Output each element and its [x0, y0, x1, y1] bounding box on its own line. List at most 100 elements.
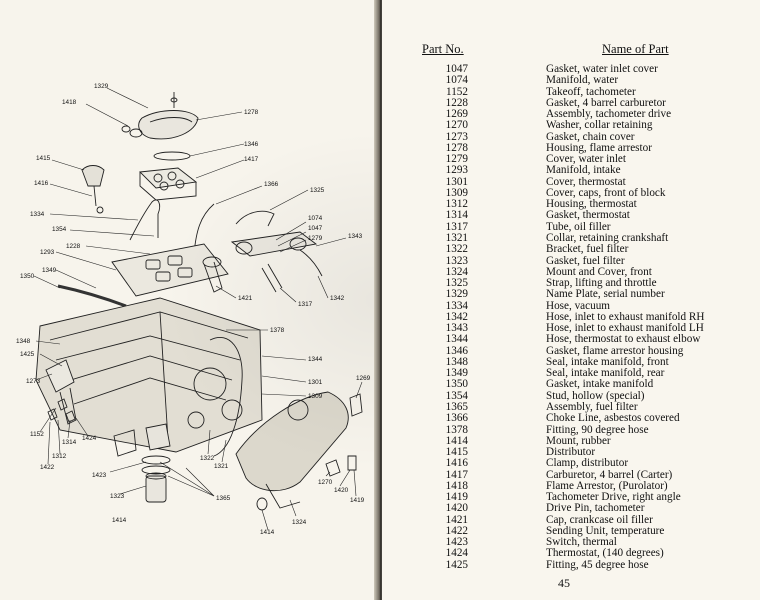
part-number: 1420: [445, 502, 468, 515]
part-no-header: Part No.: [422, 42, 464, 56]
chain-cover-gasket: [209, 337, 243, 457]
part-name: Hose, inlet to exhaust manifold LH: [546, 322, 704, 335]
part-number: 1349: [445, 367, 468, 380]
part-row: 1348 Seal, intake manifold, front: [382, 355, 760, 368]
tachometer-drive: [325, 393, 363, 477]
part-name: Strap, lifting and throttle: [546, 277, 657, 290]
callout-label: 1312: [52, 453, 67, 460]
part-name: Gasket, fuel filter: [546, 254, 625, 267]
callout-label: 1414: [260, 529, 275, 536]
part-name: Gasket, intake manifold: [546, 378, 654, 391]
part-name: Bracket, fuel filter: [546, 243, 629, 256]
part-number: 1270: [445, 119, 468, 132]
part-number: 1309: [445, 186, 468, 199]
water-manifold: [230, 231, 323, 277]
part-row: 1325 Strap, lifting and throttle: [382, 277, 760, 290]
part-name: Manifold, water: [546, 74, 619, 87]
callout-label: 1424: [82, 435, 97, 442]
part-name: Cover, caps, front of block: [546, 186, 666, 199]
part-number: 1074: [445, 74, 468, 87]
part-row: 1323 Gasket, fuel filter: [382, 254, 760, 267]
exhaust-hose-rh: [261, 263, 283, 293]
part-number: 1415: [445, 446, 468, 459]
callout-label: 1354: [52, 226, 67, 233]
callout-label: 1344: [308, 356, 323, 363]
part-number: 1278: [445, 141, 468, 154]
part-name: Fitting, 45 degree hose: [546, 558, 649, 571]
part-number: 1323: [445, 254, 468, 267]
part-name: Gasket, flame arrestor housing: [546, 344, 684, 357]
part-name: Tube, oil filler: [546, 220, 611, 233]
callout-label: 1270: [318, 479, 333, 486]
callout-label: 1349: [42, 267, 57, 274]
fuel-filter: [141, 423, 171, 503]
callout-label: 1293: [40, 249, 55, 256]
part-number: 1416: [445, 457, 468, 470]
part-number: 1269: [445, 108, 468, 121]
part-number: 1322: [445, 243, 468, 256]
part-number: 1047: [445, 63, 468, 75]
part-number: 1344: [445, 333, 468, 346]
part-name: Seal, intake manifold, front: [546, 355, 669, 368]
callout-label: 1414: [112, 517, 127, 524]
part-number: 1152: [446, 85, 468, 98]
part-number: 1366: [445, 412, 468, 425]
part-name: Mount, rubber: [546, 434, 611, 447]
part-number: 1279: [445, 153, 468, 166]
part-number: 1324: [445, 265, 468, 278]
callout-label: 1273: [26, 378, 41, 385]
callout-label: 1278: [244, 109, 259, 116]
callout-label: 1324: [292, 519, 307, 526]
thermostat-housing: [45, 359, 77, 425]
callout-leaders: [33, 87, 363, 531]
callout-label: 1423: [92, 472, 107, 479]
callout-label: 1334: [30, 211, 45, 218]
callout-label: 1325: [310, 187, 325, 194]
vacuum-hose: [129, 199, 161, 241]
callout-label: 1350: [20, 273, 35, 280]
part-number: 1273: [445, 130, 468, 143]
part-name: Clamp, distributor: [546, 457, 629, 470]
callout-label: 1329: [94, 83, 109, 90]
part-name: Sending Unit, temperature: [546, 524, 665, 537]
callout-label: 1301: [308, 379, 323, 386]
engine-block: [35, 297, 263, 453]
part-name-header: Name of Part: [602, 42, 669, 56]
part-number: 1321: [445, 231, 468, 244]
callout-label: 1342: [330, 295, 345, 302]
callout-label: 1425: [20, 351, 35, 358]
part-name: Choke Line, asbestos covered: [546, 412, 680, 425]
part-name: Gasket, thermostat: [546, 209, 630, 222]
part-number: 1314: [445, 209, 468, 222]
part-name: Housing, thermostat: [546, 198, 637, 211]
part-number: 1348: [445, 355, 468, 368]
part-number: 1293: [445, 164, 468, 177]
part-row: 1422 Sending Unit, temperature: [382, 524, 760, 537]
part-row: 1322 Bracket, fuel filter: [382, 243, 760, 256]
callout-label: 1322: [200, 455, 215, 462]
part-number: 1325: [445, 277, 468, 290]
part-number: 1350: [445, 378, 468, 391]
part-name: Distributor: [546, 446, 596, 459]
part-number: 1301: [445, 175, 468, 188]
arrestor-gasket: [153, 151, 191, 161]
callout-label: 1421: [238, 295, 253, 302]
part-row: 1074 Manifold, water: [382, 74, 760, 87]
part-number: 1423: [445, 536, 468, 549]
part-name: Carburetor, 4 barrel (Carter): [546, 468, 673, 481]
part-number: 1424: [445, 547, 468, 560]
part-number: 1422: [445, 524, 468, 537]
